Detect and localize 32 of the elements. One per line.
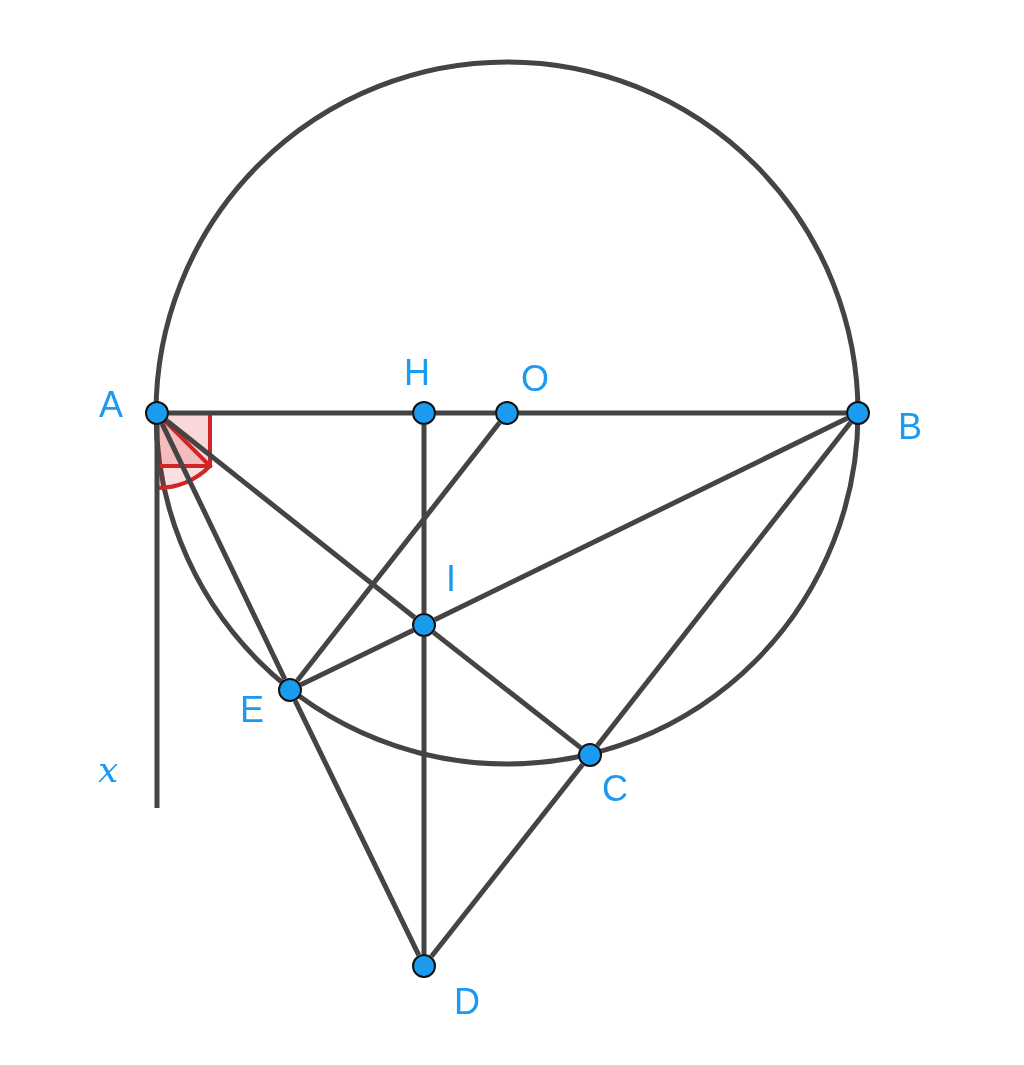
line-segment	[299, 628, 415, 687]
point-marker	[846, 401, 870, 425]
point-label: D	[454, 984, 480, 1020]
line-segment	[295, 420, 502, 683]
point-label: E	[240, 692, 264, 728]
point-marker	[495, 401, 519, 425]
point-label: C	[602, 771, 628, 807]
point-marker	[412, 613, 436, 637]
point-marker	[412, 954, 436, 978]
ray-line	[154, 425, 160, 808]
point-label: O	[521, 361, 549, 397]
ray-label: x	[98, 752, 119, 788]
line-segment	[293, 699, 421, 957]
point-label: B	[898, 409, 922, 445]
line-segment	[436, 410, 495, 416]
point-marker	[578, 743, 602, 767]
point-marker	[278, 678, 302, 702]
line-segment	[433, 416, 849, 622]
line-segment	[421, 637, 427, 954]
line-segment	[421, 425, 427, 613]
point-marker	[412, 401, 436, 425]
line-segment	[595, 420, 853, 748]
line-segment	[429, 762, 585, 959]
line-segment	[164, 418, 417, 620]
point-label: H	[404, 355, 430, 391]
line-segment	[519, 410, 846, 416]
line-segment	[159, 422, 288, 681]
point-marker	[145, 401, 169, 425]
point-label: I	[446, 561, 456, 597]
point-label: A	[99, 387, 123, 423]
line-segment	[169, 410, 412, 416]
line-segment	[431, 630, 583, 750]
